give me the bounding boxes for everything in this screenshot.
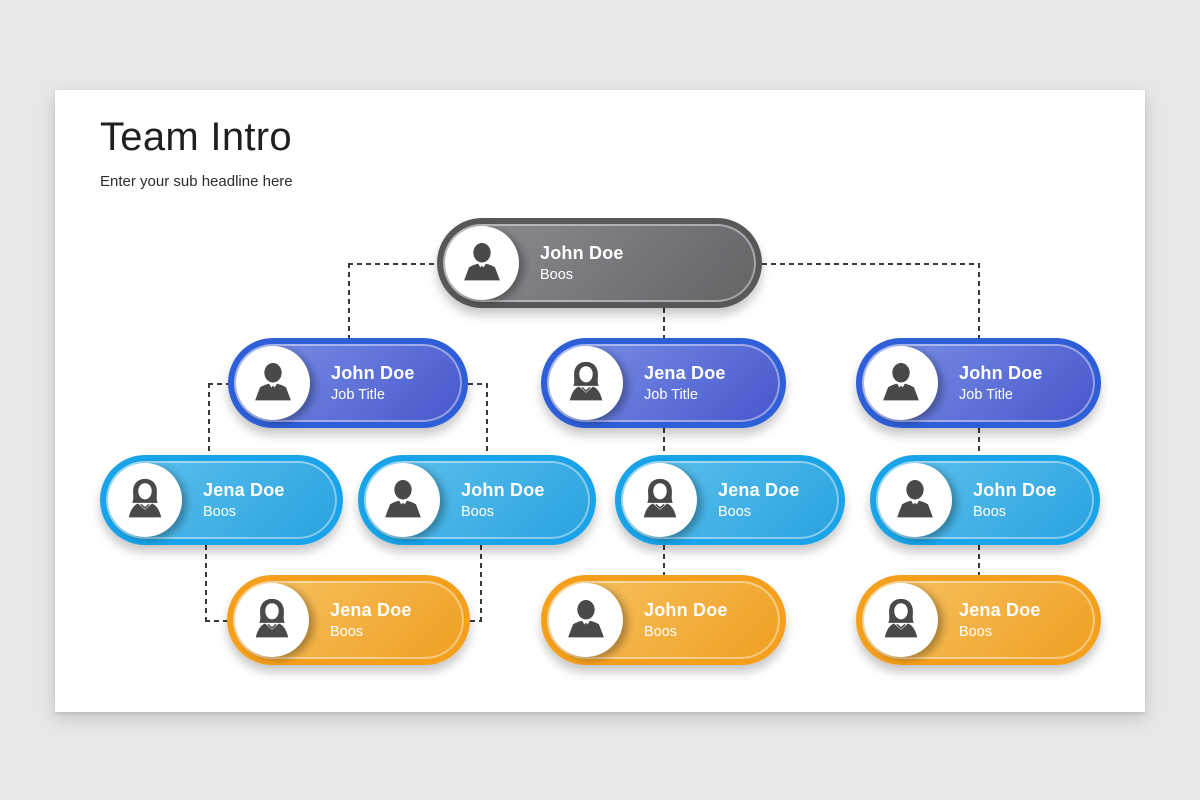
- slide-title: Team Intro: [100, 115, 292, 159]
- avatar-circle: [366, 463, 440, 537]
- male-avatar-icon: [255, 362, 291, 401]
- member-name: John Doe: [331, 362, 415, 383]
- member-title: Boos: [461, 503, 495, 520]
- member-title: Boos: [973, 503, 1007, 520]
- connector-line: [978, 428, 980, 455]
- connector-line: [205, 620, 228, 622]
- member-name: Jena Doe: [718, 479, 800, 500]
- female-avatar-icon: [643, 478, 677, 518]
- male-avatar-icon: [883, 362, 919, 401]
- connector-line: [978, 545, 980, 575]
- connector-line: [205, 545, 207, 622]
- member-title: Boos: [203, 503, 237, 520]
- member-title: Boos: [644, 623, 678, 640]
- connector-line: [208, 383, 210, 455]
- member-name: Jena Doe: [203, 479, 285, 500]
- avatar-circle: [864, 346, 938, 420]
- member-name: John Doe: [973, 479, 1057, 500]
- slide-header: Team Intro Enter your sub headline here: [100, 114, 293, 190]
- connector-line: [468, 383, 487, 385]
- avatar-circle: [623, 463, 697, 537]
- member-title: Boos: [540, 266, 574, 283]
- male-avatar-icon: [385, 479, 421, 518]
- avatar-circle: [864, 583, 938, 657]
- avatar-circle: [549, 346, 623, 420]
- male-avatar-icon: [897, 479, 933, 518]
- member-title: Boos: [959, 623, 993, 640]
- member-name: Jena Doe: [959, 599, 1041, 620]
- member-title: Job Title: [331, 386, 385, 403]
- avatar-circle: [445, 226, 519, 300]
- connector-line: [663, 545, 665, 575]
- female-avatar-icon: [569, 361, 603, 401]
- male-avatar-icon: [568, 599, 604, 638]
- slide-canvas: Team Intro Enter your sub headline here …: [55, 90, 1145, 712]
- member-name: John Doe: [461, 479, 545, 500]
- female-avatar-icon: [255, 598, 289, 638]
- avatar-circle: [235, 583, 309, 657]
- avatar-circle: [236, 346, 310, 420]
- female-avatar-icon: [128, 478, 162, 518]
- connector-line: [663, 428, 665, 455]
- member-name: John Doe: [959, 362, 1043, 383]
- avatar-circle: [108, 463, 182, 537]
- female-avatar-icon: [884, 598, 918, 638]
- avatar-circle: [549, 583, 623, 657]
- member-name: Jena Doe: [644, 362, 726, 383]
- member-name: John Doe: [644, 599, 728, 620]
- member-title: Boos: [718, 503, 752, 520]
- connector-line: [480, 545, 482, 622]
- avatar-circle: [878, 463, 952, 537]
- connector-line: [486, 383, 488, 455]
- connector-line: [348, 263, 437, 265]
- slide-subtitle: Enter your sub headline here: [100, 173, 293, 190]
- member-name: John Doe: [540, 242, 624, 263]
- connector-line: [663, 308, 665, 338]
- connector-line: [470, 620, 481, 622]
- member-title: Job Title: [644, 386, 698, 403]
- connector-line: [348, 263, 350, 338]
- connector-line: [978, 263, 980, 338]
- male-avatar-icon: [464, 242, 500, 281]
- connector-line: [762, 263, 979, 265]
- member-title: Boos: [330, 623, 364, 640]
- connector-line: [208, 383, 228, 385]
- member-title: Job Title: [959, 386, 1013, 403]
- member-name: Jena Doe: [330, 599, 412, 620]
